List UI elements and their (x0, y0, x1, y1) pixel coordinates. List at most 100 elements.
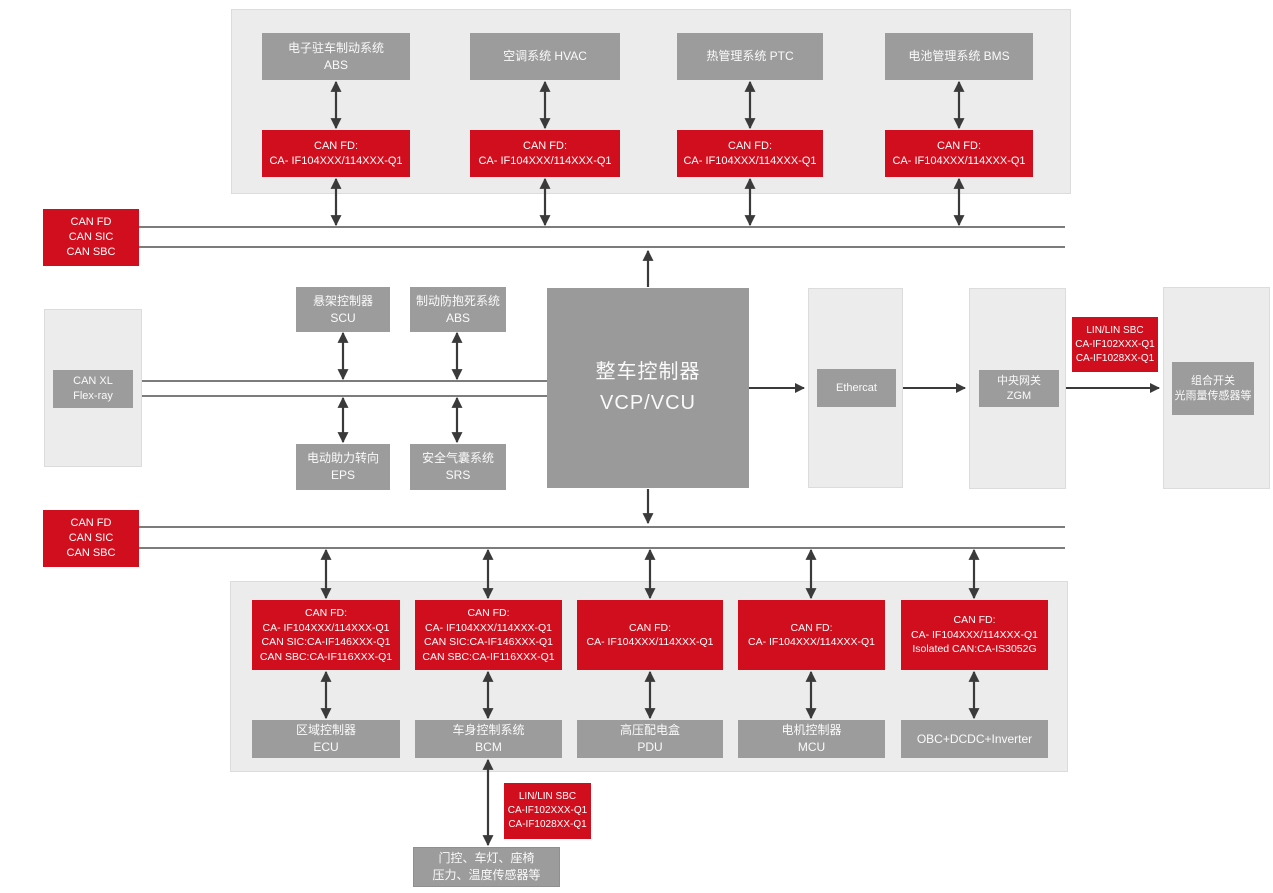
chip-label: CAN FD: (790, 621, 833, 634)
device-box-obc-dcdc-inverter: OBC+DCDC+Inverter (901, 720, 1048, 758)
chip-label: CA- IF104XXX/114XXX-Q1 (747, 636, 876, 648)
device-label: ECU (313, 740, 339, 754)
chip-label: CAN FD: (937, 139, 981, 152)
device-label: OBC+DCDC+Inverter (916, 731, 1033, 746)
bus-label-top: CAN FD CAN SIC CAN SBC (43, 209, 139, 266)
chip-box-canfd-bottom-4: CAN FD: CA- IF104XXX/114XXX-Q1 (738, 600, 885, 670)
chip-label: CAN SBC:CA-IF116XXX-Q1 (422, 650, 555, 663)
device-label: 车身控制系统 (452, 723, 525, 737)
node-label: 中央网关 (997, 374, 1041, 387)
chip-box-canfd-bottom-5: CAN FD: CA- IF104XXX/114XXX-Q1 Isolated … (901, 600, 1048, 670)
node-zgm: 中央网关 ZGM (979, 370, 1059, 407)
device-label: PDU (637, 740, 663, 754)
device-box-srs: 安全气囊系统 SRS (410, 444, 506, 490)
vcu-label: 整车控制器 (595, 361, 701, 383)
device-label: BCM (475, 740, 502, 754)
device-box-ecu: 区域控制器 ECU (252, 720, 400, 758)
device-label: 悬架控制器 (312, 293, 373, 308)
device-box-hvac: 空调系统 HVAC (470, 33, 620, 80)
chip-label: CA-IF1028XX-Q1 (508, 819, 587, 830)
chip-label: CAN FD: (953, 614, 996, 627)
device-label: EPS (330, 468, 355, 482)
device-label: SRS (445, 468, 471, 482)
device-box-scu: 悬架控制器 SCU (296, 287, 390, 332)
chip-label: CAN FD: (728, 139, 772, 152)
chip-label: CA- IF104XXX/114XXX-Q1 (586, 636, 714, 648)
chip-label: CA- IF104XXX/114XXX-Q1 (910, 628, 1039, 641)
chip-box-canfd-top-1: CAN FD: CA- IF104XXX/114XXX-Q1 (262, 130, 410, 177)
device-box-eps: 电动助力转向 EPS (296, 444, 390, 490)
chip-label: CA-IF102XXX-Q1 (1075, 338, 1155, 350)
device-label: 压力、温度传感器等 (432, 868, 541, 882)
device-label: ABS (445, 310, 470, 325)
chip-label: CA-IF102XXX-Q1 (507, 805, 588, 816)
chip-label: CAN SIC:CA-IF146XXX-Q1 (424, 636, 553, 648)
chip-label: CA- IF104XXX/114XXX-Q1 (892, 154, 1026, 167)
chip-label: Isolated CAN:CA-IS3052G (912, 643, 1037, 656)
chip-box-canfd-top-4: CAN FD: CA- IF104XXX/114XXX-Q1 (885, 130, 1033, 177)
node-label: 组合开关 (1191, 374, 1235, 387)
node-combo-switch: 组合开关 光雨量传感器等 (1172, 362, 1254, 415)
device-label: 电子驻车制动系统 (287, 40, 384, 55)
device-label: SCU (330, 310, 356, 325)
device-box-lin-sensors: 门控、车灯、座椅 压力、温度传感器等 (413, 847, 560, 887)
chip-box-lin-bottom: LIN/LIN SBC CA-IF102XXX-Q1 CA-IF1028XX-Q… (504, 783, 591, 839)
bus-label-line: CAN SIC (68, 231, 114, 243)
device-box-parking-brake-abs: 电子驻车制动系统 ABS (262, 33, 410, 80)
device-box-mcu: 电机控制器 MCU (738, 720, 885, 758)
bus-label-line: CAN SBC (66, 547, 116, 559)
device-label: MCU (797, 740, 826, 754)
device-label: 高压配电盒 (619, 723, 680, 737)
device-box-bcm: 车身控制系统 BCM (415, 720, 562, 758)
chip-label: CA- IF104XXX/114XXX-Q1 (269, 154, 403, 167)
node-label: 光雨量传感器等 (1174, 389, 1252, 402)
device-label: 电池管理系统 BMS (908, 49, 1010, 63)
device-label: ABS (323, 57, 348, 72)
chip-label: LIN/LIN SBC (1086, 324, 1144, 336)
bus-label-line: CAN FD (70, 517, 112, 529)
device-label: 空调系统 HVAC (503, 49, 587, 63)
device-label: 热管理系统 PTC (706, 49, 794, 63)
chip-label: CAN FD: (629, 621, 671, 634)
chip-label: CAN SIC:CA-IF146XXX-Q1 (261, 636, 391, 648)
chip-box-canfd-top-2: CAN FD: CA- IF104XXX/114XXX-Q1 (470, 130, 620, 177)
chip-box-canfd-bottom-2: CAN FD: CA- IF104XXX/114XXX-Q1 CAN SIC:C… (415, 600, 562, 670)
chip-label: CAN FD: (467, 607, 510, 619)
device-label: 制动防抱死系统 (415, 293, 500, 308)
chip-box-canfd-bottom-3: CAN FD: CA- IF104XXX/114XXX-Q1 (577, 600, 723, 670)
chip-label: CAN FD: (314, 139, 358, 152)
device-label: 门控、车灯、座椅 (438, 851, 535, 865)
chip-label: CA- IF104XXX/114XXX-Q1 (262, 621, 390, 634)
node-label: Flex-ray (73, 390, 113, 402)
bus-label-line: CAN SIC (68, 532, 114, 544)
device-label: 电动助力转向 (306, 451, 379, 465)
chip-label: CAN SBC:CA-IF116XXX-Q1 (259, 650, 393, 663)
node-ethercat: Ethercat (817, 369, 896, 407)
chip-label: CA- IF104XXX/114XXX-Q1 (424, 621, 553, 634)
chip-label: LIN/LIN SBC (518, 791, 577, 802)
device-label: 电机控制器 (781, 723, 842, 737)
device-box-abs: 制动防抱死系统 ABS (410, 287, 506, 332)
node-vcu: 整车控制器 VCP/VCU (547, 288, 749, 488)
chip-box-canfd-bottom-1: CAN FD: CA- IF104XXX/114XXX-Q1 CAN SIC:C… (252, 600, 400, 670)
node-label: CAN XL (73, 375, 113, 387)
node-label: ZGM (1006, 389, 1032, 402)
chip-label: CA- IF104XXX/114XXX-Q1 (478, 154, 612, 167)
device-box-ptc: 热管理系统 PTC (677, 33, 823, 80)
chip-box-lin-right: LIN/LIN SBC CA-IF102XXX-Q1 CA-IF1028XX-Q… (1072, 317, 1158, 372)
chip-label: CAN FD: (305, 607, 347, 619)
node-label: Ethercat (836, 381, 877, 394)
bus-label-bottom: CAN FD CAN SIC CAN SBC (43, 510, 139, 567)
device-label: 安全气囊系统 (421, 451, 494, 465)
node-can-xl-flexray: CAN XL Flex-ray (53, 370, 133, 408)
device-label: 区域控制器 (295, 723, 356, 737)
bus-label-line: CAN FD (70, 216, 112, 228)
vcu-label: VCP/VCU (600, 392, 696, 414)
device-box-pdu: 高压配电盒 PDU (577, 720, 723, 758)
bus-label-line: CAN SBC (66, 246, 116, 258)
chip-box-canfd-top-3: CAN FD: CA- IF104XXX/114XXX-Q1 (677, 130, 823, 177)
chip-label: CA- IF104XXX/114XXX-Q1 (683, 154, 817, 167)
device-box-bms: 电池管理系统 BMS (885, 33, 1033, 80)
